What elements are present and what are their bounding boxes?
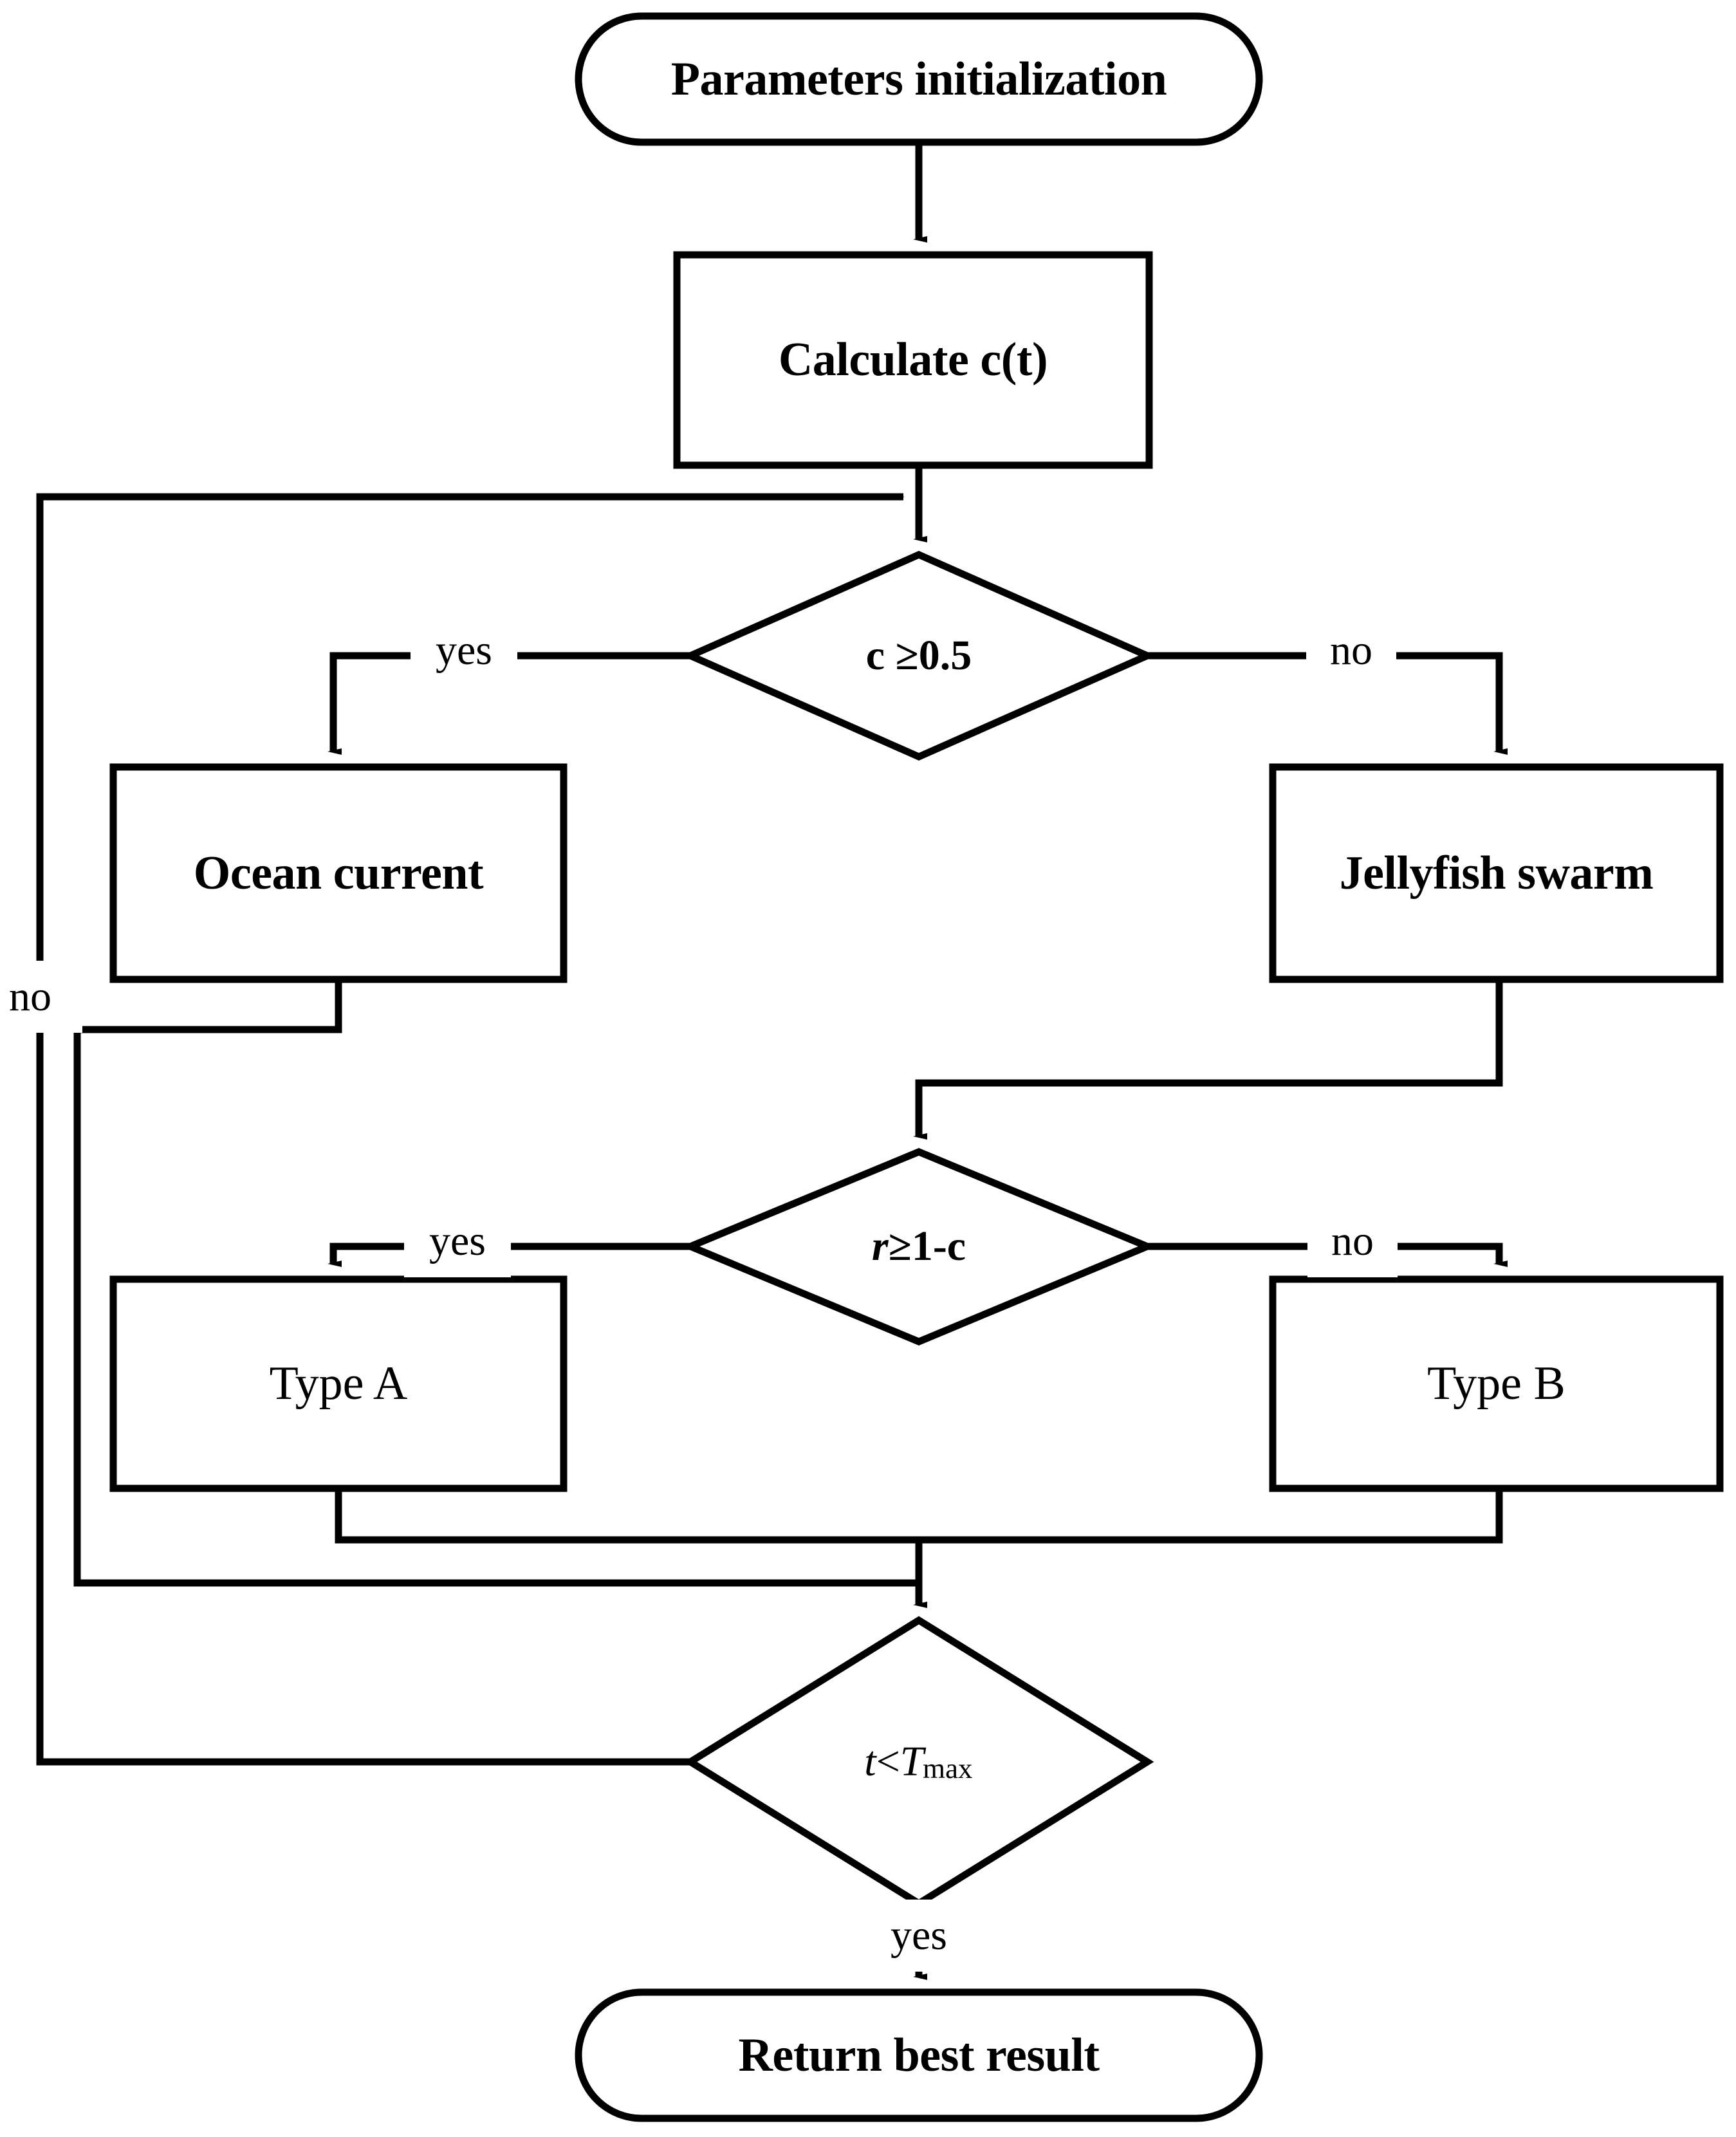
edge-decision-c-yes	[328, 652, 690, 755]
node-shape-decision-t	[683, 1616, 1154, 1908]
edge-decision-t-no-feedback	[36, 1026, 690, 1766]
edge-label-decision-r-no: no	[1307, 1205, 1398, 1277]
node-shape-type-b	[1269, 1275, 1724, 1492]
edge-type-b-to-merge	[919, 1488, 1503, 1544]
node-shape-jellyfish-swarm	[1269, 763, 1724, 983]
node-shape-end	[575, 1988, 1263, 2122]
edge-type-a-to-merge	[335, 1488, 919, 1544]
edge-label-decision-c-yes: yes	[411, 615, 517, 687]
node-shape-decision-r	[681, 1148, 1157, 1346]
edge-decision-c-no	[1147, 652, 1508, 755]
edge-label-decision-r-yes: yes	[404, 1205, 511, 1277]
node-shape-calculate-ct	[673, 251, 1153, 469]
edge-decision-t-no-feedback-upper	[36, 493, 905, 968]
node-shape-decision-c	[681, 550, 1156, 761]
edge-label-decision-t-no: no	[0, 961, 82, 1033]
edge-decision-r-no	[1147, 1243, 1508, 1267]
edge-decision-r-yes	[328, 1243, 690, 1267]
node-shape-start	[575, 12, 1263, 146]
edge-label-decision-t-yes: yes	[865, 1900, 972, 1972]
node-shape-ocean-current	[109, 763, 568, 983]
edge-jellyfish-to-decision-r	[913, 979, 1503, 1140]
edge-label-decision-c-no: no	[1306, 615, 1396, 687]
node-shape-type-a	[109, 1275, 568, 1492]
